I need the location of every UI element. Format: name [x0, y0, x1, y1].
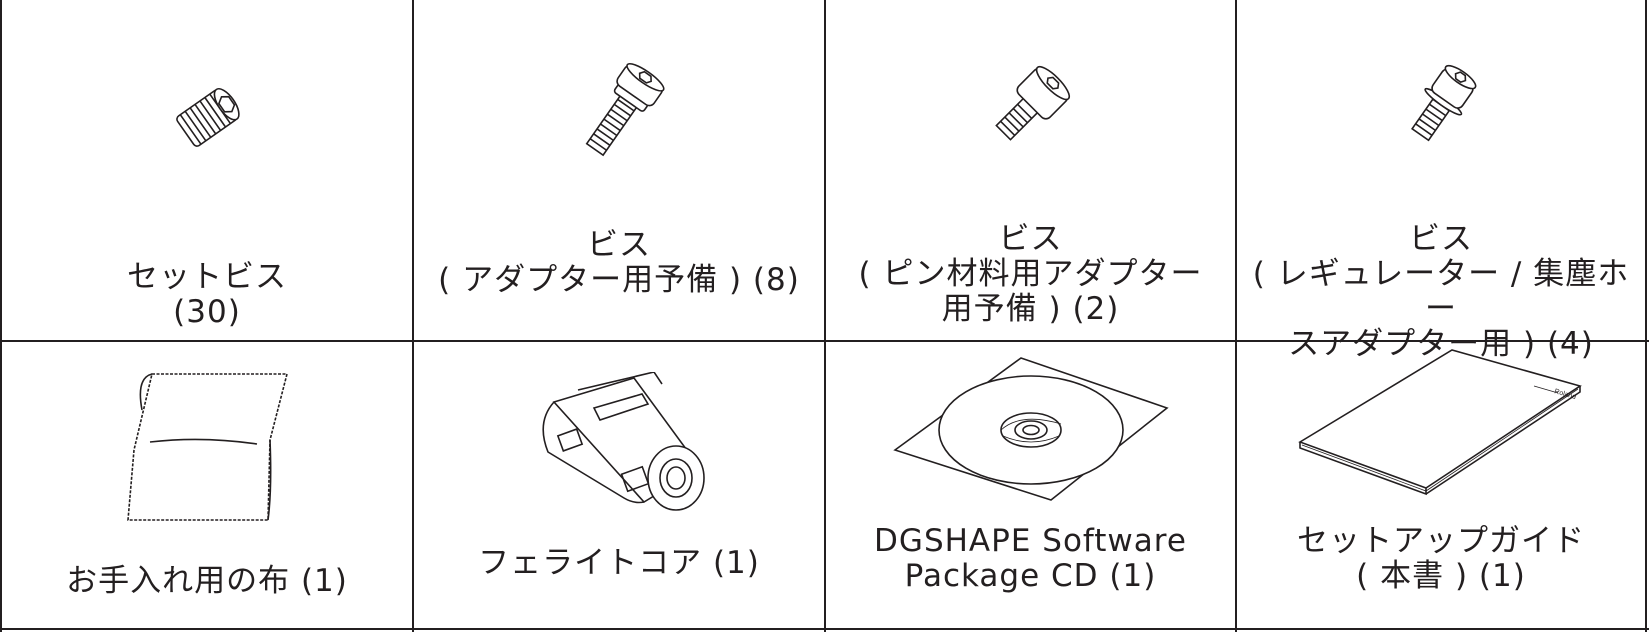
item-caption-line: セットアップガイド — [1297, 523, 1585, 559]
grid-line — [0, 0, 2, 632]
item-cell-setup-guide: Roland セットアップガイド ( 本書 ) (1) — [1237, 342, 1645, 628]
item-caption-line: Package CD (1) — [904, 558, 1157, 594]
item-caption-line: ( レギュレーター / 集塵ホー — [1252, 256, 1630, 327]
grid-line — [824, 0, 826, 632]
cloth-icon — [122, 370, 292, 526]
item-caption-line: DGSHAPE Software — [874, 523, 1187, 559]
item-caption-line: お手入れ用の布 (1) — [66, 563, 348, 599]
item-caption-line: セットビス — [127, 259, 287, 295]
item-cell-screw-adapter-spare: ビス ( アダプター用予備 ) (8) — [414, 0, 824, 340]
item-caption-line: ( ピン材料用アダプター — [858, 256, 1203, 292]
set-screw-icon — [167, 78, 247, 158]
item-caption-line: ビス — [1409, 221, 1473, 257]
item-caption-line: ( アダプター用予備 ) (8) — [438, 262, 800, 298]
grid-line — [1645, 0, 1647, 632]
item-caption-line: (30) — [173, 294, 241, 330]
item-cell-cleaning-cloth: お手入れ用の布 (1) — [2, 342, 412, 628]
item-cell-ferrite-core: フェライトコア (1) — [414, 342, 824, 628]
screw-icon — [559, 55, 679, 175]
ferrite-core-icon — [524, 372, 714, 512]
item-cell-screw-pin-adapter-spare: ビス ( ピン材料用アダプター 用予備 ) (2) — [826, 0, 1235, 340]
item-cell-screw-regulator-hose-adapter: ビス ( レギュレーター / 集塵ホー スアダプター用 ) (4) — [1237, 0, 1645, 362]
grid-line — [1235, 0, 1237, 632]
grid-line — [0, 340, 1649, 342]
item-caption-line: ビス — [587, 227, 651, 263]
booklet-icon: Roland — [1296, 344, 1586, 504]
item-caption-line: ( 本書 ) (1) — [1356, 558, 1526, 594]
item-cell-software-cd: DGSHAPE Software Package CD (1) — [826, 342, 1235, 628]
screw-washer-icon — [1391, 55, 1491, 155]
item-caption-line: スアダプター用 ) (4) — [1288, 326, 1594, 362]
grid-line — [412, 0, 414, 632]
item-caption-line: フェライトコア (1) — [478, 545, 760, 581]
cd-icon — [891, 352, 1171, 502]
item-caption-line: ビス — [998, 221, 1063, 257]
screw-icon — [976, 55, 1086, 155]
item-caption-line: 用予備 ) (2) — [941, 291, 1120, 327]
item-cell-set-screw: セットビス (30) — [2, 0, 412, 340]
grid-line — [0, 628, 1649, 630]
